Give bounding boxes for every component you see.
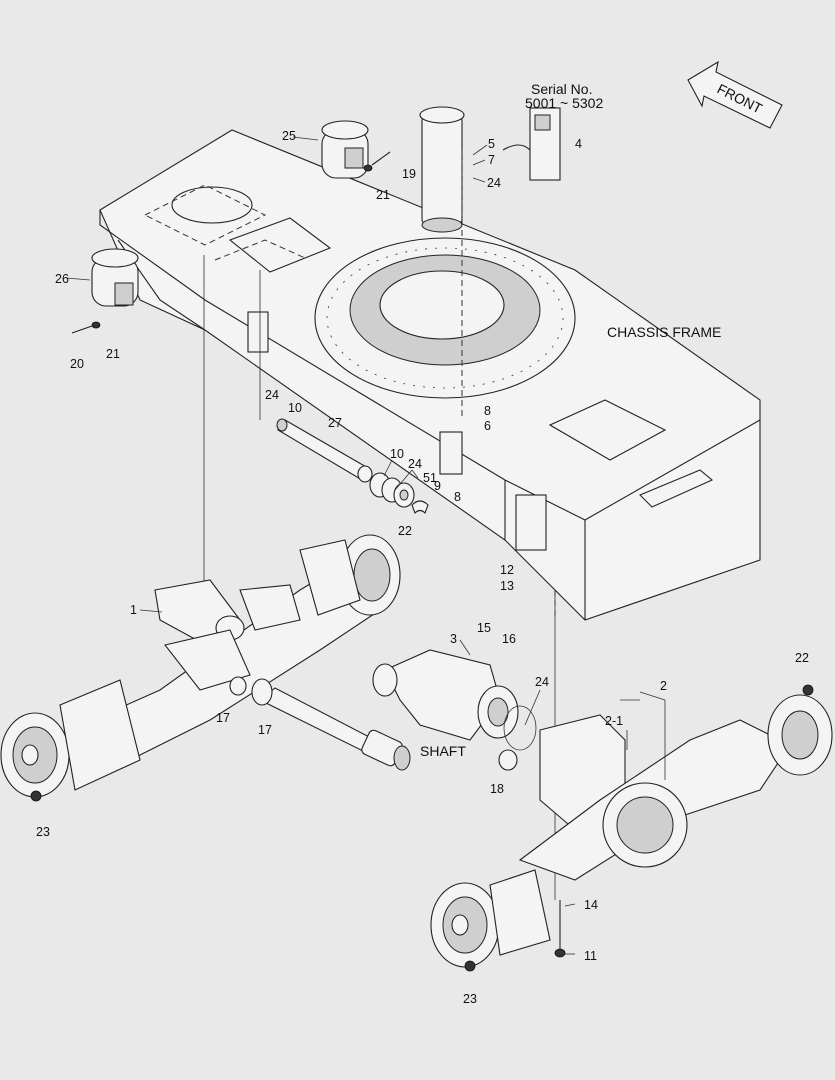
- callout-label: 19: [402, 167, 416, 181]
- callout-label: 23: [36, 825, 50, 839]
- callout-label: 17: [258, 723, 272, 737]
- bolts: [71, 151, 391, 334]
- serial-inset: [502, 107, 561, 181]
- callout-label: 3: [450, 632, 457, 646]
- callout-label: 21: [376, 188, 390, 202]
- front-arrow: FRONT: [687, 60, 783, 129]
- callout-label: 24: [265, 388, 279, 402]
- rear-axle: [30, 684, 833, 972]
- callout-label: 25: [282, 129, 296, 143]
- callout-label: 24: [487, 176, 501, 190]
- callout-label: 4: [575, 137, 582, 151]
- callout-label: 13: [500, 579, 514, 593]
- callout-label: 6: [484, 419, 491, 433]
- leader-lines: [65, 136, 666, 955]
- callout-label: 2: [660, 679, 667, 693]
- front-axle: [0, 534, 401, 798]
- axle-lock-cylinder-4: [91, 248, 139, 307]
- callout-label: 7: [488, 153, 495, 167]
- callout-label: 18: [490, 782, 504, 796]
- callout-label: 22: [795, 651, 809, 665]
- callout-label: 17: [216, 711, 230, 725]
- callout-label: 8: [454, 490, 461, 504]
- axle-lock-cylinder-5: [321, 120, 369, 179]
- callout-label: 15: [477, 621, 491, 635]
- callout-label: 23: [463, 992, 477, 1006]
- shaft-label: SHAFT: [420, 743, 466, 759]
- callout-label: 5: [488, 137, 495, 151]
- callout-label: 10: [390, 447, 404, 461]
- propeller-shaft: [229, 676, 411, 771]
- callout-label: 16: [502, 632, 516, 646]
- callout-label: 9: [434, 479, 441, 493]
- swivel-joint: [419, 106, 465, 420]
- callout-label: 22: [398, 524, 412, 538]
- shims-13-25: [369, 472, 429, 514]
- callout-label: 12: [500, 563, 514, 577]
- transmission-3: [372, 649, 537, 771]
- callout-label: 20: [70, 357, 84, 371]
- callout-label: 1: [130, 603, 137, 617]
- callout-label: 26: [55, 272, 69, 286]
- serial-title: Serial No.: [531, 81, 592, 97]
- callout-label: 2-1: [605, 714, 623, 728]
- chassis-frame-label: CHASSIS FRAME: [607, 324, 721, 340]
- callout-label: 14: [584, 898, 598, 912]
- serial-range: 5001 ~ 5302: [525, 95, 603, 111]
- chassis-frame: [99, 129, 761, 621]
- callout-label: 8: [484, 404, 491, 418]
- callout-label: 21: [106, 347, 120, 361]
- callout-label: 24: [535, 675, 549, 689]
- callout-label: 24: [408, 457, 422, 471]
- callout-label: 11: [584, 949, 597, 963]
- callout-label: 51: [423, 471, 437, 485]
- callout-label: 27: [328, 416, 342, 430]
- pin-6: [276, 418, 373, 483]
- callout-numbers: 1 2 2-1 3 4 5 6 7 8 8 9 10 10 11 12 13 1…: [36, 129, 809, 1006]
- callout-label: 10: [288, 401, 302, 415]
